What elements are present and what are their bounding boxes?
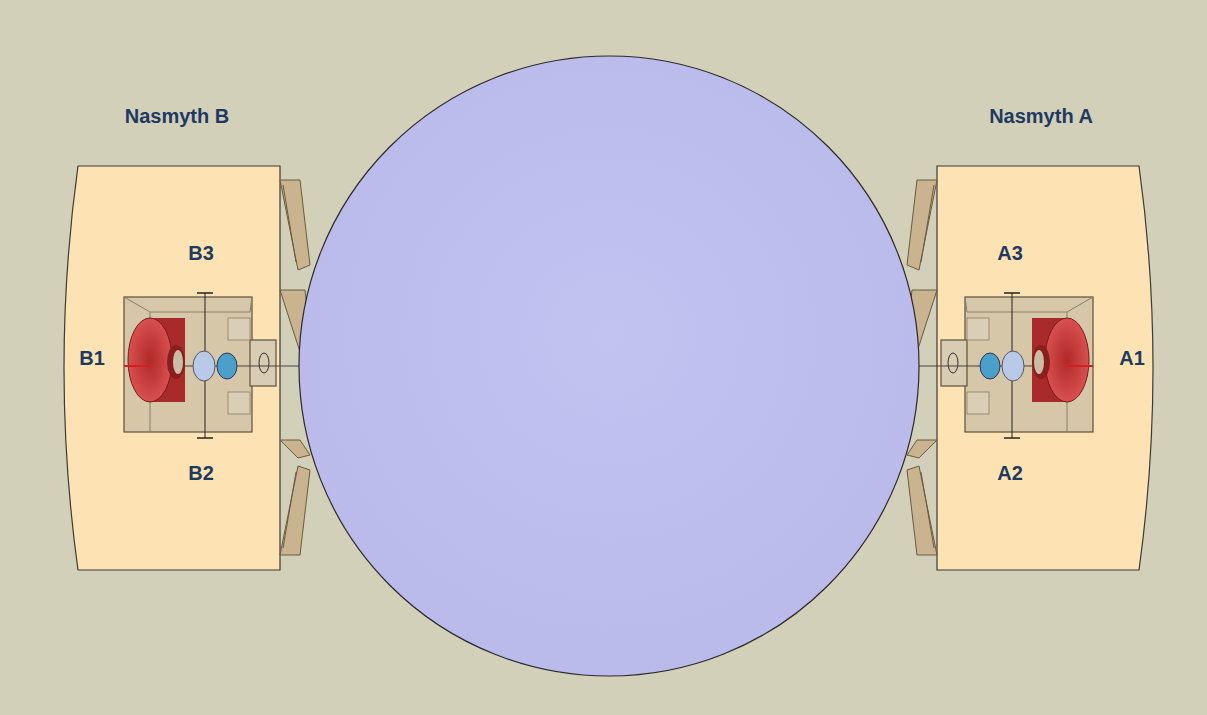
nasmyth-b-platform <box>64 166 312 570</box>
port-label: A2 <box>997 462 1023 485</box>
platform-name: Nasmyth B <box>125 105 229 128</box>
platform-name: Nasmyth A <box>989 105 1093 128</box>
port-label: A1 <box>1119 347 1145 370</box>
port-label: B3 <box>188 242 214 265</box>
nasmyth-a-platform <box>905 166 1153 570</box>
port-label: B1 <box>79 347 105 370</box>
port-label: A3 <box>997 242 1023 265</box>
port-label: B2 <box>188 462 214 485</box>
telescope-tube-sphere <box>299 56 919 676</box>
